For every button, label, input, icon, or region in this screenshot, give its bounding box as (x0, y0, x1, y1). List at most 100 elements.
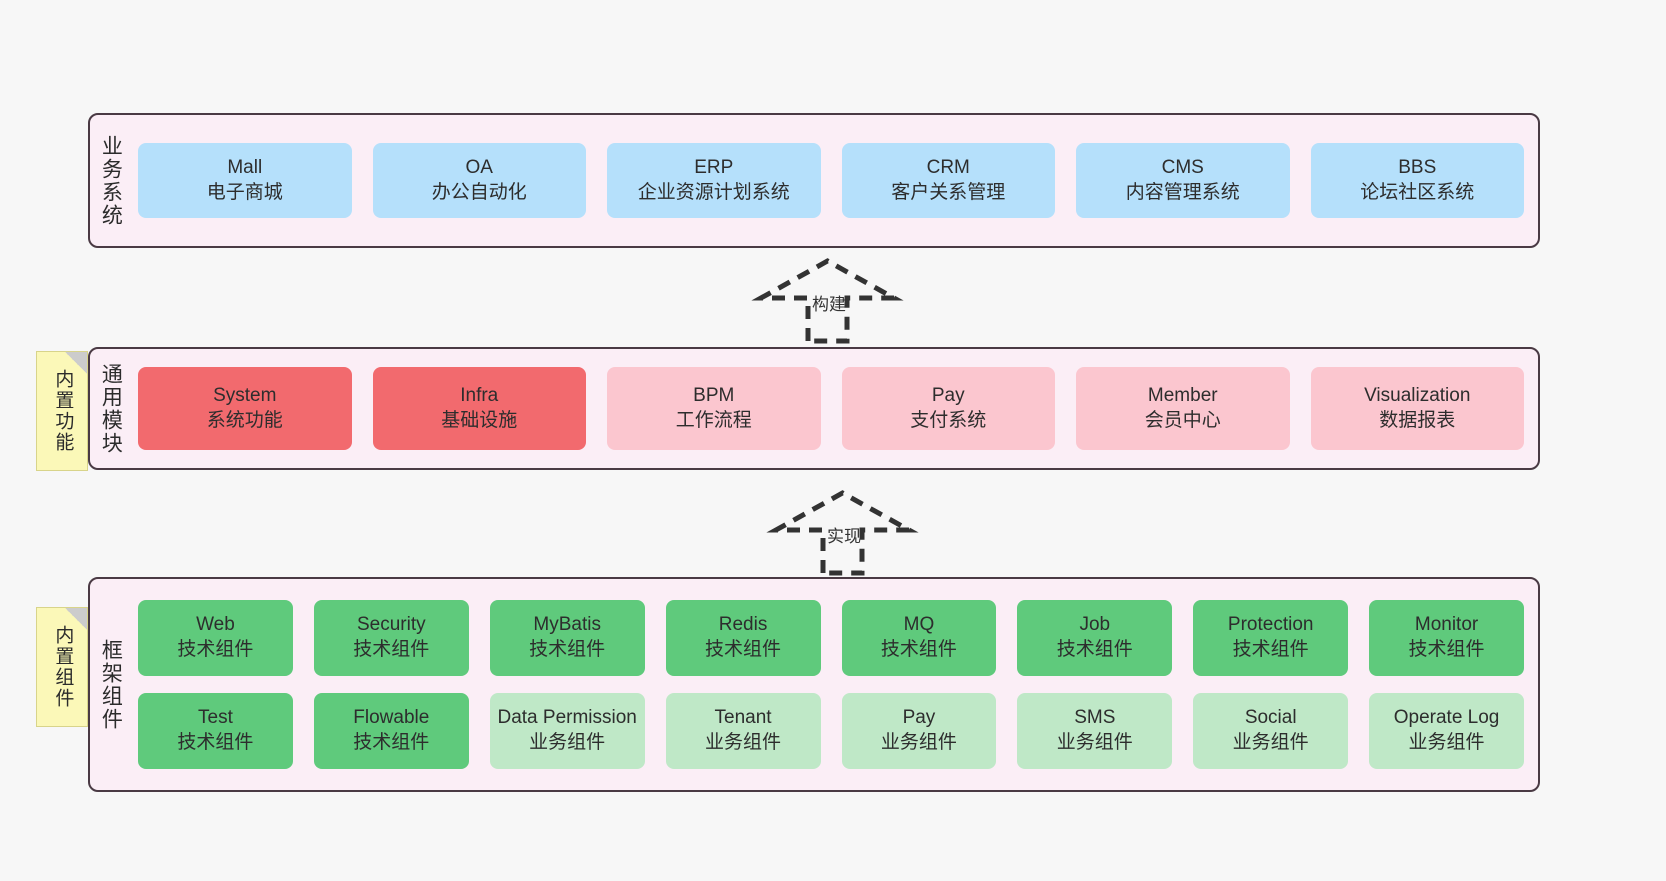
node-subtitle: 内容管理系统 (1125, 181, 1240, 203)
node-title: Mall (227, 156, 263, 178)
node-bpm[interactable]: BPM 工作流程 (607, 367, 821, 450)
connector-build: 构建 (751, 258, 904, 344)
node-subtitle: 技术组件 (1232, 639, 1309, 660)
node-title: Monitor (1414, 614, 1479, 636)
node-visualization[interactable]: Visualization 数据报表 (1310, 367, 1524, 450)
node-subtitle: 业务组件 (705, 732, 782, 753)
node-subtitle: 基础设施 (441, 409, 518, 431)
node-row: Test 技术组件 Flowable 技术组件 Data Permission … (138, 693, 1524, 769)
layer-body-business: Mall 电子商城 OA 办公自动化 ERP 企业资源计划系统 CRM 客户关系… (130, 115, 1538, 246)
node-data-permission[interactable]: Data Permission 业务组件 (489, 693, 645, 769)
node-subtitle: 办公自动化 (431, 181, 527, 203)
node-subtitle: 工作流程 (675, 409, 752, 431)
node-cms[interactable]: CMS 内容管理系统 (1076, 143, 1290, 218)
note-builtin-function: 内置功能 (36, 351, 88, 471)
node-mybatis[interactable]: MyBatis 技术组件 (489, 600, 645, 676)
node-bbs[interactable]: BBS 论坛社区系统 (1310, 143, 1524, 218)
node-subtitle: 数据报表 (1379, 409, 1456, 431)
node-title: Redis (718, 614, 768, 636)
node-title: Test (198, 707, 233, 729)
node-protection[interactable]: Protection 技术组件 (1193, 600, 1349, 676)
node-subtitle: 技术组件 (880, 639, 957, 660)
node-subtitle: 系统功能 (206, 409, 283, 431)
node-title: SMS (1074, 707, 1116, 729)
node-title: Flowable (353, 707, 430, 729)
node-title: CRM (926, 156, 970, 178)
node-monitor[interactable]: Monitor 技术组件 (1369, 600, 1524, 676)
node-mq[interactable]: MQ 技术组件 (841, 600, 997, 676)
node-title: MyBatis (533, 614, 601, 636)
node-operate-log[interactable]: Operate Log 业务组件 (1369, 693, 1524, 769)
node-subtitle: 技术组件 (177, 639, 254, 660)
node-title: System (213, 384, 277, 406)
node-title: Pay (902, 707, 936, 729)
node-title: OA (465, 156, 493, 178)
node-social[interactable]: Social 业务组件 (1193, 693, 1349, 769)
node-title: CMS (1161, 156, 1204, 178)
node-flowable[interactable]: Flowable 技术组件 (313, 693, 469, 769)
node-row: System 系统功能 Infra 基础设施 BPM 工作流程 Pay 支付系统… (138, 367, 1524, 450)
node-tenant[interactable]: Tenant 业务组件 (665, 693, 821, 769)
node-subtitle: 技术组件 (353, 639, 430, 660)
node-subtitle: 技术组件 (529, 639, 606, 660)
node-crm[interactable]: CRM 客户关系管理 (841, 143, 1055, 218)
node-title: Social (1244, 707, 1297, 729)
node-title: Member (1147, 384, 1218, 406)
connector-implement: 实现 (766, 490, 919, 576)
layer-common-modules: 通用模块 System 系统功能 Infra 基础设施 BPM 工作流程 Pay… (88, 347, 1540, 470)
connector-implement-label: 实现 (827, 527, 861, 546)
node-row: Web 技术组件 Security 技术组件 MyBatis 技术组件 Redi… (138, 600, 1524, 676)
node-title: Job (1079, 614, 1111, 636)
node-title: Pay (931, 384, 965, 406)
node-web[interactable]: Web 技术组件 (138, 600, 293, 676)
note-label: 内置功能 (52, 369, 74, 453)
note-builtin-component: 内置组件 (36, 607, 88, 727)
layer-body-common: System 系统功能 Infra 基础设施 BPM 工作流程 Pay 支付系统… (130, 349, 1538, 468)
node-erp[interactable]: ERP 企业资源计划系统 (607, 143, 821, 218)
node-redis[interactable]: Redis 技术组件 (665, 600, 821, 676)
node-title: MQ (903, 614, 935, 636)
layer-framework-components: 框架组件 Web 技术组件 Security 技术组件 MyBatis 技术组件… (88, 577, 1540, 792)
node-subtitle: 技术组件 (353, 732, 430, 753)
node-oa[interactable]: OA 办公自动化 (372, 143, 586, 218)
node-subtitle: 技术组件 (177, 732, 254, 753)
node-security[interactable]: Security 技术组件 (313, 600, 469, 676)
node-pay-component[interactable]: Pay 业务组件 (841, 693, 997, 769)
node-subtitle: 客户关系管理 (891, 181, 1006, 203)
node-subtitle: 会员中心 (1144, 409, 1221, 431)
node-subtitle: 论坛社区系统 (1360, 181, 1475, 203)
node-title: Visualization (1364, 384, 1471, 406)
layer-title-common: 通用模块 (99, 362, 123, 455)
node-subtitle: 业务组件 (1408, 732, 1485, 753)
node-subtitle: 技术组件 (1056, 639, 1133, 660)
node-system[interactable]: System 系统功能 (138, 367, 352, 450)
node-title: Operate Log (1393, 707, 1500, 729)
node-subtitle: 业务组件 (880, 732, 957, 753)
node-title: BBS (1398, 156, 1437, 178)
node-subtitle: 支付系统 (910, 409, 987, 431)
node-job[interactable]: Job 技术组件 (1017, 600, 1173, 676)
open-arrow-up-icon (751, 258, 904, 344)
connector-build-label: 构建 (812, 295, 846, 314)
node-subtitle: 技术组件 (705, 639, 782, 660)
node-title: BPM (693, 384, 735, 406)
layer-title-framework: 框架组件 (99, 638, 123, 731)
node-test[interactable]: Test 技术组件 (138, 693, 293, 769)
node-subtitle: 企业资源计划系统 (637, 181, 790, 203)
node-sms[interactable]: SMS 业务组件 (1017, 693, 1173, 769)
node-title: Security (356, 614, 426, 636)
node-pay[interactable]: Pay 支付系统 (841, 367, 1055, 450)
layer-business-systems: 业务系统 Mall 电子商城 OA 办公自动化 ERP 企业资源计划系统 CRM… (88, 113, 1540, 248)
node-title: Web (196, 614, 235, 636)
node-title: Data Permission (497, 707, 637, 729)
node-mall[interactable]: Mall 电子商城 (138, 143, 352, 218)
node-member[interactable]: Member 会员中心 (1076, 367, 1290, 450)
layer-body-framework: Web 技术组件 Security 技术组件 MyBatis 技术组件 Redi… (130, 579, 1538, 790)
node-infra[interactable]: Infra 基础设施 (372, 367, 586, 450)
node-title: Infra (460, 384, 499, 406)
open-arrow-up-icon (766, 490, 919, 576)
node-title: ERP (694, 156, 734, 178)
note-label: 内置组件 (52, 625, 74, 709)
node-subtitle: 业务组件 (1232, 732, 1309, 753)
